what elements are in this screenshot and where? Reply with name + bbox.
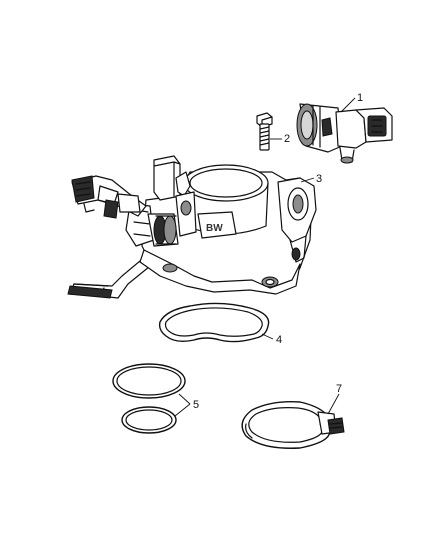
leader-4	[261, 333, 274, 340]
o-rings	[112, 363, 186, 434]
callout-2: 2	[284, 133, 290, 145]
callout-7: 7	[336, 383, 342, 395]
throttle-body: BW	[67, 155, 317, 299]
leader-1	[340, 97, 356, 113]
hose-clamp	[241, 400, 345, 449]
body-marking: BW	[206, 223, 223, 234]
leader-5-top	[178, 393, 191, 405]
screw	[256, 112, 273, 151]
leader-3	[300, 177, 315, 183]
gasket	[158, 302, 270, 343]
leader-5-bottom	[174, 403, 191, 417]
callout-5: 5	[193, 399, 199, 411]
callout-4: 4	[276, 334, 282, 346]
leader-7	[327, 393, 340, 415]
callout-1: 1	[357, 92, 363, 104]
idle-air-control-motor	[296, 103, 393, 164]
callout-3: 3	[316, 173, 322, 185]
